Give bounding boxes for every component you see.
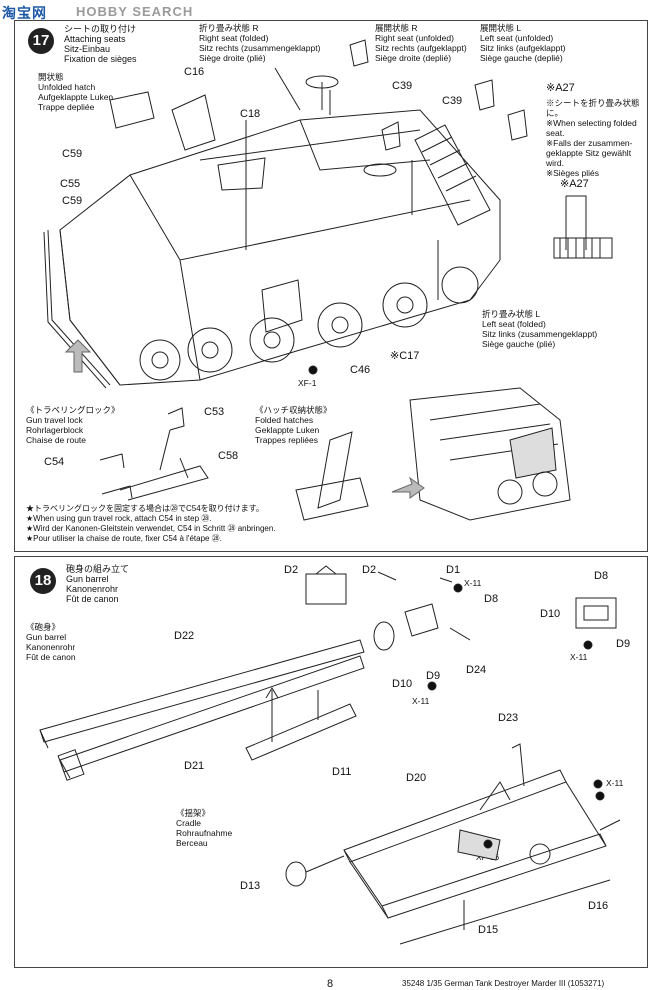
label-c39-a: C39	[392, 80, 413, 92]
label-c54: C54	[44, 456, 65, 468]
label-c17: ※C17	[390, 350, 420, 362]
label-d9-b: D9	[426, 670, 441, 682]
watermark-cn: 淘宝网	[2, 5, 47, 21]
label-c55: C55	[60, 178, 81, 190]
a27-note: ※シートを折り畳み状態 に。 ※When selecting folded se…	[546, 98, 640, 178]
travel-lock-caption: 《トラベリングロック》 Gun travel lock Rohrlagerblo…	[26, 405, 120, 445]
breech-drawing	[373, 571, 471, 651]
label-c58: C58	[218, 450, 239, 462]
step-18-number: 18	[30, 568, 56, 594]
folded-hatches-caption: 《ハッチ収納状態》 Folded hatches Geklappte Luken…	[255, 405, 332, 445]
folded-hatches-drawing	[295, 431, 369, 521]
label-d20: D20	[406, 772, 427, 784]
tank-hull-drawing	[43, 39, 528, 389]
left-seat-unfolded-caption: 展開状態 L Left seat (unfolded) Sitz links (…	[480, 23, 566, 63]
label-d2-b: D2	[362, 564, 377, 576]
label-d24: D24	[466, 664, 487, 676]
label-d8-b: D8	[594, 570, 609, 582]
label-d13: D13	[240, 880, 261, 892]
kit-title: 35248 1/35 German Tank Destroyer Marder …	[402, 979, 605, 988]
cradle-caption: 《揺架》 Cradle Rohraufnahme Berceau	[176, 808, 233, 848]
label-c53: C53	[204, 406, 225, 418]
right-seat-folded-caption: 折り畳み状態 R Right seat (folded) Sitz rechts…	[199, 23, 321, 63]
label-a27: ※A27	[546, 82, 575, 94]
label-d1: D1	[446, 564, 461, 576]
label-c59-b: C59	[62, 195, 83, 207]
label-d8-a: D8	[484, 593, 499, 605]
label-d15: D15	[478, 924, 499, 936]
gun-barrel-caption: 《砲身》 Gun barrel Kanonenrohr Fût de canon	[26, 622, 76, 662]
label-a27-detail: ※A27	[560, 178, 589, 190]
step-18-title: 砲身の組み立て Gun barrel Kanonenrohr Fût de ca…	[66, 564, 130, 604]
label-c39-b: C39	[442, 95, 463, 107]
label-x11-b: X-11	[570, 652, 588, 662]
label-d10-b: D10	[392, 678, 413, 690]
label-c46: C46	[350, 364, 371, 376]
d2-detail-drawing	[305, 565, 347, 605]
right-seat-unfolded-caption: 展開状態 R Right seat (unfolded) Sitz rechts…	[375, 23, 467, 63]
travel-lock-note: ★トラベリングロックを固定する場合は㉘でC54を取り付けます。 ★When us…	[26, 504, 276, 543]
cradle-drawing	[285, 743, 621, 945]
label-c59: C59	[62, 148, 83, 160]
travel-lock-drawing	[99, 407, 209, 501]
label-x11-d: X-11	[606, 778, 624, 788]
a27-detail-drawing	[553, 195, 613, 259]
label-c18: C18	[240, 108, 261, 120]
label-x11-c: X-11	[412, 696, 430, 706]
label-d2-a: D2	[284, 564, 299, 576]
label-xf1: XF-1	[298, 378, 317, 388]
label-d16: D16	[588, 900, 609, 912]
label-d11: D11	[332, 766, 352, 778]
label-d21: D21	[184, 760, 205, 772]
step-18-panel	[14, 556, 648, 968]
label-d23: D23	[498, 712, 519, 724]
label-c16: C16	[184, 66, 205, 78]
label-x11-a: X-11	[464, 578, 482, 588]
step-17-title: シートの取り付け Attaching seats Sitz-Einbau Fix…	[64, 24, 137, 64]
label-d22: D22	[174, 630, 195, 642]
watermark-en: HOBBY SEARCH	[76, 4, 194, 19]
left-seat-folded-caption: 折り畳み状態 L Left seat (folded) Sitz links (…	[482, 309, 598, 349]
unfolded-hatch-caption: 開状態 Unfolded hatch Aufgeklappte Luken Tr…	[38, 72, 114, 112]
page-number: 8	[327, 978, 334, 990]
label-d9-a: D9	[616, 638, 631, 650]
gun-barrel-drawing	[39, 639, 365, 781]
rear-view-drawing	[409, 387, 571, 521]
d8-detail-drawing	[575, 597, 617, 629]
label-d10-a: D10	[540, 608, 561, 620]
step-17-number: 17	[28, 28, 54, 54]
